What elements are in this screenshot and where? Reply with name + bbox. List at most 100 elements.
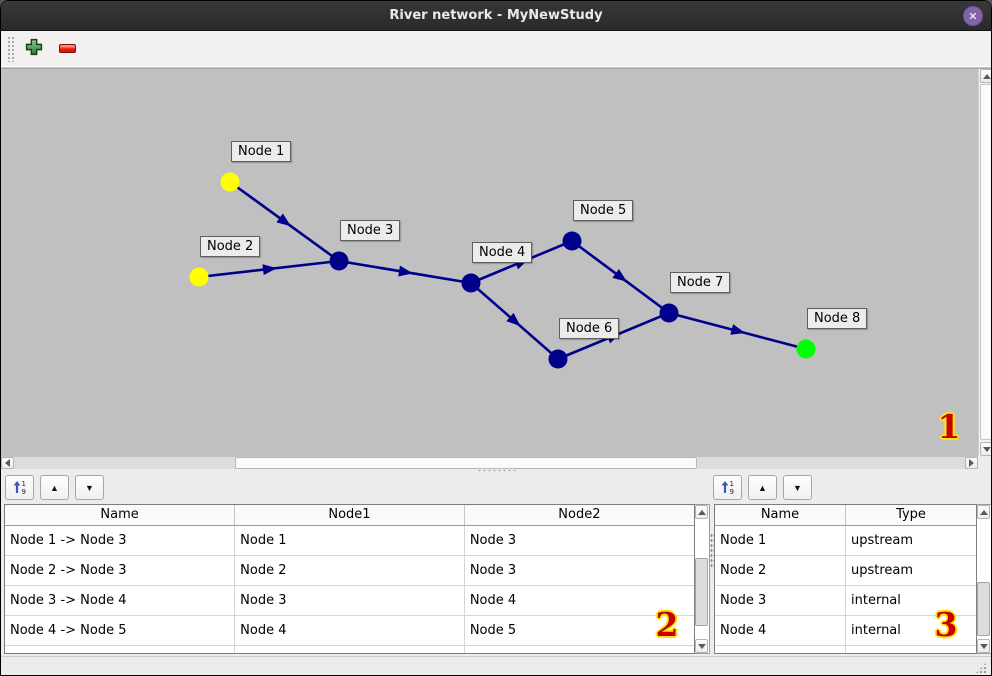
horizontal-scroll-thumb[interactable] [235,457,697,469]
down-arrow-icon: ▼ [793,482,802,493]
table-row[interactable] [715,645,976,653]
scroll-down-button[interactable] [695,639,708,653]
main-toolbar [1,31,991,67]
scroll-right-button[interactable] [965,457,978,469]
move-down-button[interactable]: ▼ [75,475,104,500]
column-header[interactable]: Type [845,505,976,526]
reaches-table-scrollbar[interactable] [695,504,710,654]
node-circle[interactable] [659,303,679,323]
column-header[interactable]: Node2 [464,505,694,526]
table-cell: Node 1 -> Node 3 [5,525,236,556]
node-label[interactable]: Node 1 [231,141,292,162]
scroll-down-button[interactable] [977,639,990,653]
table-cell: Node 3 [464,525,694,556]
node-circle[interactable] [461,273,481,293]
toolbar-drag-handle[interactable] [7,35,14,62]
node-label[interactable]: Node 2 [200,236,261,257]
edge-arrow-icon [262,264,277,276]
vertical-scroll-thumb[interactable] [980,84,991,440]
close-icon: ✕ [968,9,978,23]
node-circle[interactable] [796,339,816,359]
titlebar[interactable]: River network - MyNewStudy ✕ [1,1,991,31]
node-circle[interactable] [329,251,349,271]
node-circle[interactable] [189,267,209,287]
table-cell [5,645,236,653]
svg-text:9: 9 [21,488,25,495]
move-up-button[interactable]: ▲ [40,475,69,500]
scroll-down-icon [697,643,706,649]
node-label[interactable]: Node 5 [573,200,634,221]
sort-reaches-button[interactable]: 1 9 [5,475,34,500]
scroll-right-icon [969,459,974,467]
column-header[interactable]: Node1 [234,505,465,526]
column-header[interactable]: Name [715,505,846,526]
table-cell: Node 3 -> Node 4 [5,585,236,616]
table-cell: Node 5 [464,615,694,646]
sort-ascending-icon: 1 9 [12,479,28,497]
tables-area: 1 9 ▲ ▼ 1 9 ▲ ▼ [1,469,991,656]
resize-grip-icon[interactable] [975,662,987,674]
sort-nodes-button[interactable]: 1 9 [713,475,742,500]
scroll-left-button[interactable] [1,457,14,469]
table-cell: Node 4 [715,615,846,646]
horizontal-splitter-handle[interactable] [477,469,517,473]
table-cell: Node 2 -> Node 3 [5,555,236,586]
column-header[interactable]: Name [5,505,236,526]
toolbar-divider [1,67,991,69]
annotation-number: 3 [934,605,958,644]
table-cell [715,645,846,653]
node-label[interactable]: Node 8 [807,308,868,329]
table-cell: Node 3 [464,555,694,586]
move-up-button[interactable]: ▲ [748,475,777,500]
scroll-up-icon [982,73,991,79]
node-label[interactable]: Node 6 [559,318,620,339]
node-circle[interactable] [220,172,240,192]
table-cell: Node 2 [715,555,846,586]
canvas-vertical-scrollbar[interactable] [978,69,991,456]
scroll-down-button[interactable] [980,442,991,456]
remove-button[interactable] [55,37,79,61]
scroll-up-button[interactable] [977,505,990,519]
node-label[interactable]: Node 7 [670,272,731,293]
table-row[interactable] [5,645,694,653]
down-arrow-icon: ▼ [85,482,94,493]
scroll-up-button[interactable] [695,505,708,519]
table-cell: Node 2 [234,555,465,586]
vertical-scroll-thumb[interactable] [977,582,990,636]
vertical-splitter-handle[interactable] [710,533,714,567]
table-cell: Node 3 [234,585,465,616]
river-network-canvas[interactable]: Node 1 Node 2 Node 3 Node 4 Node 5 Node 6 Node… [1,69,978,456]
canvas-horizontal-scrollbar[interactable] [1,456,978,469]
add-button[interactable] [22,37,46,61]
table-cell: internal [845,615,976,646]
vertical-scroll-thumb[interactable] [695,558,708,626]
move-down-button[interactable]: ▼ [783,475,812,500]
nodes-table-scrollbar[interactable] [977,504,991,654]
nodes-panel-toolbar: 1 9 ▲ ▼ [713,475,818,500]
edge-arrow-icon [506,312,521,327]
svg-text:1: 1 [729,479,733,487]
close-button[interactable]: ✕ [963,6,983,26]
node-circle[interactable] [548,349,568,369]
node-label[interactable]: Node 3 [340,220,401,241]
edge-arrow-icon [398,265,413,277]
scrollbar-corner [978,456,991,469]
scroll-up-button[interactable] [980,69,991,83]
node-circle[interactable] [562,231,582,251]
window-title: River network - MyNewStudy [389,8,603,23]
table-cell: Node 4 [464,585,694,616]
node-label[interactable]: Node 4 [472,242,533,263]
